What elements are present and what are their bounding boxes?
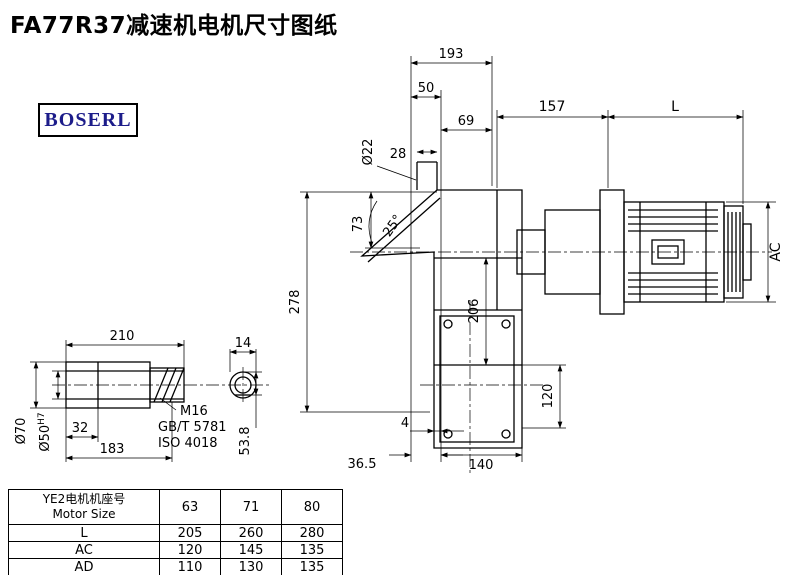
dim-140: 140 bbox=[469, 458, 494, 473]
dim-dia50-base: Ø50 bbox=[38, 425, 53, 452]
dim-dia70: Ø70 bbox=[14, 418, 29, 445]
label-iso4018: ISO 4018 bbox=[158, 436, 218, 451]
dim-dia50h7: Ø50H7 bbox=[37, 412, 53, 451]
value-AC-63: 120 bbox=[159, 541, 221, 559]
dim-210: 210 bbox=[110, 329, 135, 344]
gear-housing-outline bbox=[360, 161, 523, 449]
row-label-AD: AD bbox=[8, 558, 160, 575]
value-AC-71: 145 bbox=[220, 541, 282, 559]
table-row-AD: AD 110 130 135 bbox=[8, 558, 343, 575]
table-row-header: YE2电机机座号 Motor Size 63 71 80 bbox=[8, 489, 343, 525]
header-label-cell: YE2电机机座号 Motor Size bbox=[8, 489, 160, 525]
row-label-AC: AC bbox=[8, 541, 160, 559]
centerlines bbox=[52, 251, 772, 473]
label-gbt5781: GB/T 5781 bbox=[158, 420, 227, 435]
dim-278: 278 bbox=[288, 290, 303, 315]
dim-dia50-tolerance: H7 bbox=[37, 412, 47, 425]
output-shaft-side-view bbox=[65, 361, 257, 409]
dim-50: 50 bbox=[418, 81, 435, 96]
value-AC-80: 135 bbox=[281, 541, 343, 559]
value-L-71: 260 bbox=[220, 524, 282, 542]
header-label-en: Motor Size bbox=[52, 507, 116, 521]
value-L-80: 280 bbox=[281, 524, 343, 542]
value-AD-80: 135 bbox=[281, 558, 343, 575]
table-row-AC: AC 120 145 135 bbox=[8, 541, 343, 559]
dim-193: 193 bbox=[439, 47, 464, 62]
value-L-63: 205 bbox=[159, 524, 221, 542]
row-label-L: L bbox=[8, 524, 160, 542]
dim-14: 14 bbox=[235, 336, 252, 351]
value-AD-63: 110 bbox=[159, 558, 221, 575]
dim-183: 183 bbox=[100, 442, 125, 457]
dim-L: L bbox=[671, 99, 679, 115]
value-AD-71: 130 bbox=[220, 558, 282, 575]
frame-size-63: 63 bbox=[159, 489, 221, 525]
motor-size-table: YE2电机机座号 Motor Size 63 71 80 L 205 260 2… bbox=[8, 489, 343, 575]
brand-logo: BOSERL bbox=[38, 103, 138, 137]
dimension-lines bbox=[33, 60, 771, 461]
label-m16: M16 bbox=[180, 404, 208, 419]
frame-size-71: 71 bbox=[220, 489, 282, 525]
dim-53-8: 53.8 bbox=[238, 427, 253, 456]
table-row-L: L 205 260 280 bbox=[8, 524, 343, 542]
dimension-labels: 193 50 69 28 Ø22 73 25° 278 157 L AC 206… bbox=[14, 47, 784, 473]
dim-120: 120 bbox=[541, 384, 556, 409]
dim-206: 206 bbox=[467, 299, 482, 324]
dim-AC: AC bbox=[768, 242, 784, 261]
dim-36-5: 36.5 bbox=[348, 457, 377, 472]
dim-28: 28 bbox=[390, 147, 407, 162]
dim-4: 4 bbox=[401, 416, 409, 431]
dim-32: 32 bbox=[72, 421, 89, 436]
dim-73: 73 bbox=[351, 216, 366, 233]
dim-dia22: Ø22 bbox=[361, 139, 376, 166]
page-title: FA77R37减速机电机尺寸图纸 bbox=[10, 13, 338, 39]
extension-lines bbox=[30, 56, 776, 462]
dim-69: 69 bbox=[458, 114, 475, 129]
frame-size-80: 80 bbox=[281, 489, 343, 525]
dim-157: 157 bbox=[539, 99, 566, 115]
header-label-cn: YE2电机机座号 bbox=[42, 492, 126, 506]
